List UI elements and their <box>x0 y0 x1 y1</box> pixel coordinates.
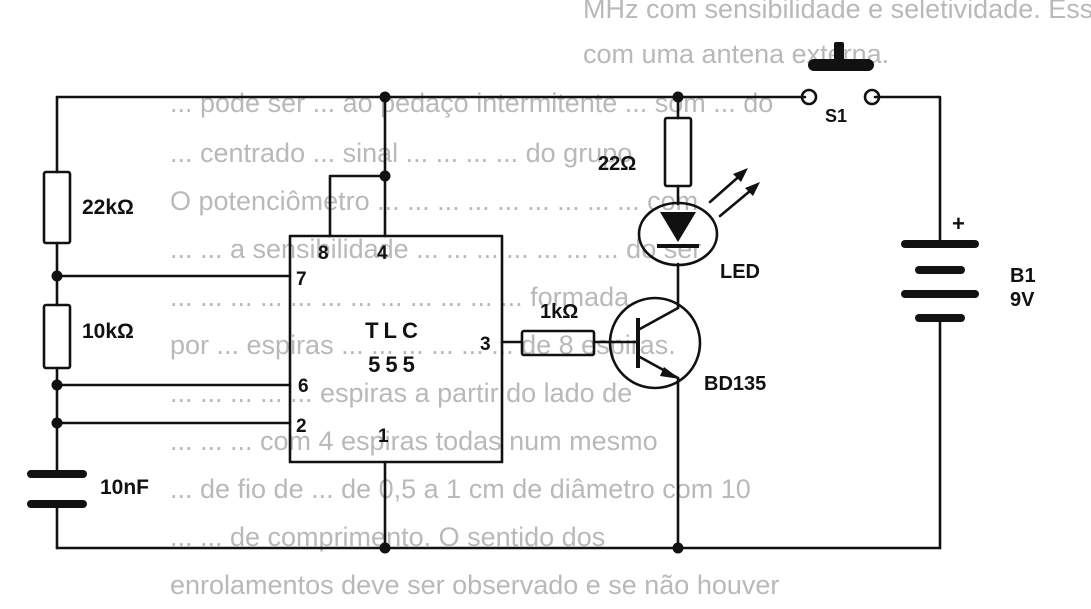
background-text-line: enrolamentos deve ser observado e se não… <box>170 570 779 600</box>
background-text-line: ... ... ... ... ... espiras a partir do … <box>170 378 632 408</box>
background-text-line: ... de fio de ... de 0,5 a 1 cm de diâme… <box>170 474 751 504</box>
ic-name-line2: 555 <box>368 352 420 377</box>
switch-s1: S1 <box>800 42 881 126</box>
transistor-bd135: BD135 <box>608 296 766 395</box>
junction-dots <box>51 91 684 554</box>
switch-label: S1 <box>825 106 847 126</box>
junction-dot <box>379 91 391 103</box>
pin-8-label: 8 <box>318 243 329 264</box>
background-text-line: MHz com sensibilidade e seletividade. Es… <box>583 0 1091 24</box>
resistor-22k-label: 22kΩ <box>82 196 134 219</box>
background-text-line: ... ... ... com 4 espiras todas num mesm… <box>170 426 658 456</box>
junction-dot <box>672 91 684 103</box>
battery-value-label: 9V <box>1010 289 1035 311</box>
ic-name-line1: TLC <box>365 318 423 343</box>
junction-dot <box>672 542 684 554</box>
junction-dot <box>379 170 391 182</box>
resistor-1k-label: 1kΩ <box>540 301 578 323</box>
junction-dot <box>51 270 63 282</box>
junction-dot <box>51 379 63 391</box>
resistor-10k: 10kΩ <box>42 303 134 370</box>
led-label: LED <box>720 261 760 283</box>
resistor-10k-label: 10kΩ <box>82 320 134 343</box>
background-text-line: ... ... a sensibilidade ... ... ... ... … <box>170 234 701 264</box>
pin-2-label: 2 <box>296 416 307 437</box>
pin-4-label: 4 <box>377 243 388 264</box>
pin-6-label: 6 <box>298 376 309 397</box>
junction-dot <box>51 417 63 429</box>
transistor-label: BD135 <box>704 373 766 395</box>
background-text-line: O potenciômetro ... ... ... ... ... ... … <box>170 186 698 216</box>
pin-1-label: 1 <box>378 426 389 447</box>
background-text-line: ... pode ser ... ao pedaço intermitente … <box>170 88 773 118</box>
pin-7-label: 7 <box>296 269 307 290</box>
background-text-line: ... centrado ... sinal ... ... ... ... d… <box>170 138 632 168</box>
battery-b1: + B1 9V <box>901 211 1036 322</box>
led: LED <box>637 168 760 283</box>
resistor-1k: 1kΩ <box>520 301 596 357</box>
pin-3-label: 3 <box>480 334 491 355</box>
battery-plus-label: + <box>952 211 965 236</box>
resistor-22ohm-label: 22Ω <box>598 153 636 175</box>
capacitor-10nf: 10nF <box>27 470 149 508</box>
background-text-line: ... ... ... ... ... ... ... ... ... ... … <box>170 282 630 312</box>
background-text: MHz com sensibilidade e seletividade. Es… <box>170 0 1091 600</box>
capacitor-10nf-label: 10nF <box>100 476 149 499</box>
ic-tlc555: TLC 555 8 4 7 6 2 1 3 <box>288 234 504 464</box>
resistor-22ohm: 22Ω <box>598 116 693 188</box>
battery-name-label: B1 <box>1010 265 1036 287</box>
resistor-22k: 22kΩ <box>42 170 134 245</box>
junction-dot <box>379 542 391 554</box>
